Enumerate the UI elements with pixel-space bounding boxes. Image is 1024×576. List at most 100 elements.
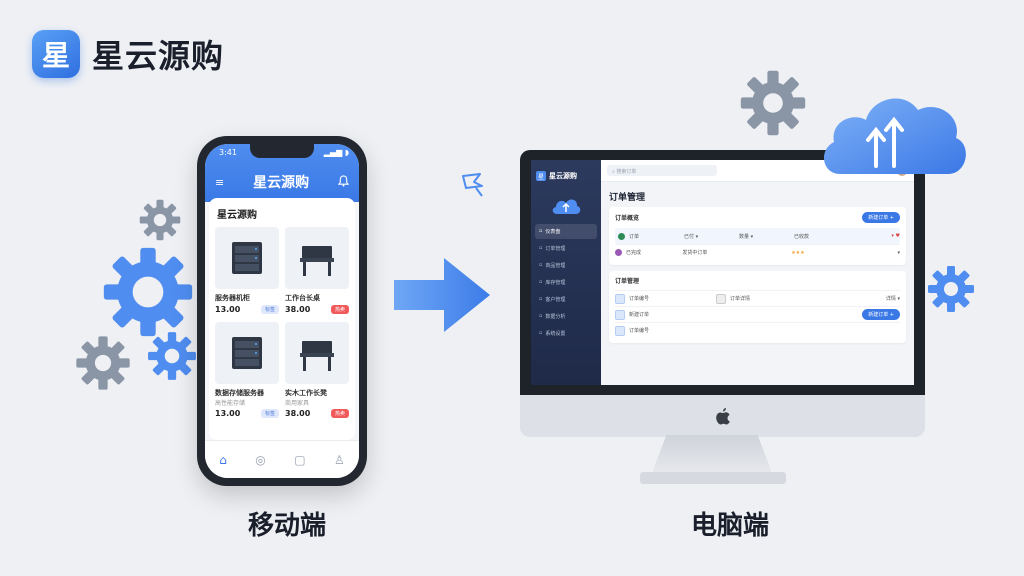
search-placeholder: 搜索订单 [616, 169, 637, 175]
table-row[interactable]: 订单编号 [615, 322, 900, 338]
gear-icon [76, 336, 130, 390]
table-row[interactable]: 订单编号 订单详情 详情 ▾ [615, 290, 900, 306]
cloud-upload-icon [549, 194, 583, 218]
monitor-stand-foot [640, 472, 786, 484]
nav-item-icon: ▫ [539, 313, 543, 319]
row-qty: 数量 ▾ [739, 233, 754, 240]
nav-item-icon: ▫ [539, 296, 543, 302]
server-icon [215, 227, 279, 289]
product-subtitle: 高性能存储 [215, 400, 246, 407]
gear-icon [148, 332, 196, 380]
sidebar-nav-item[interactable]: ▫数据分析 [535, 309, 597, 324]
nav-item-icon: ▫ [539, 245, 543, 251]
new-order-button[interactable]: 新建订单 + [862, 309, 900, 320]
nav-item-icon: ▫ [539, 279, 543, 285]
brand-header: 星 星云源购 [32, 30, 224, 78]
status-dot [618, 232, 625, 240]
sidebar-nav-label: 客户管理 [545, 297, 566, 303]
discover-tab-icon[interactable]: ◎ [255, 452, 266, 467]
row-action[interactable]: ▾ ♥ [891, 233, 900, 239]
row-name: 订单编号 [629, 328, 650, 334]
desktop-monitor: 星 星云源购 ▫仪表盘▫订单管理▫商品管理▫库存管理▫客户管理▫数据分析▫系统设… [520, 150, 925, 437]
product-price: 13.00 [215, 409, 241, 418]
sidebar-logo: 星 [536, 171, 546, 181]
sidebar-nav-item[interactable]: ▫商品管理 [535, 258, 597, 273]
product-card[interactable]: 实木工作长凳商用家具 38.00 热卖 [285, 322, 349, 418]
bell-icon[interactable] [337, 174, 350, 190]
order-management-card: 订单管理 订单编号 订单详情 详情 ▾ 新建订单 新建订单 + [609, 271, 906, 343]
status-time: 3:41 [219, 148, 237, 157]
bench-icon [285, 322, 349, 384]
gear-icon [928, 266, 974, 312]
row-name: 订单编号 [629, 296, 650, 302]
row-action[interactable]: ▾ [897, 249, 901, 256]
sidebar-nav: ▫仪表盘▫订单管理▫商品管理▫库存管理▫客户管理▫数据分析▫系统设置 [531, 224, 601, 341]
product-tag[interactable]: 标签 [260, 409, 279, 418]
section-title: 星云源购 [217, 210, 257, 221]
product-tag[interactable]: 热卖 [330, 409, 349, 418]
nav-item-icon: ▫ [539, 228, 543, 234]
row-name: 已完成 [626, 250, 642, 256]
brand-logo: 星 [32, 30, 80, 78]
product-price: 38.00 [285, 409, 311, 418]
product-tag[interactable]: 标签 [260, 305, 279, 314]
sidebar-nav-label: 仪表盘 [545, 229, 561, 235]
nav-item-icon: ▫ [539, 262, 543, 268]
phone-tab-bar: ⌂ ◎ ▢ ♙ [205, 440, 359, 478]
product-subtitle: 商用家具 [285, 400, 310, 407]
arrow-right-icon [394, 258, 490, 332]
sidebar-nav-label: 系统设置 [545, 331, 566, 337]
row-action[interactable]: 详情 ▾ [885, 296, 900, 302]
bench-icon [285, 227, 349, 289]
monitor-chin [520, 395, 925, 437]
nav-item-icon: ▫ [539, 330, 543, 336]
gear-icon [740, 70, 806, 136]
sidebar-nav-item[interactable]: ▫系统设置 [535, 326, 597, 341]
gear-icon [103, 247, 193, 337]
product-name: 实木工作长凳 [285, 389, 327, 397]
sidebar-brand: 星 星云源购 [531, 166, 601, 186]
product-tag[interactable]: 热卖 [330, 305, 349, 314]
new-order-button[interactable]: 新建订单 + [862, 212, 900, 223]
desktop-caption: 电脑端 [690, 511, 769, 541]
table-row[interactable]: 订单 已付 ▾ 数量 ▾ 已收款 ▾ ♥ [615, 228, 900, 244]
message-tab-icon[interactable]: ▢ [294, 452, 306, 467]
sidebar-nav-item[interactable]: ▫订单管理 [535, 241, 597, 256]
sidebar-nav-label: 商品管理 [545, 263, 566, 269]
brand-name: 星云源购 [92, 37, 225, 75]
row-amount: ★★★ [791, 249, 805, 256]
row-name: 订单 [629, 233, 640, 240]
sidebar-nav-item[interactable]: ▫库存管理 [535, 275, 597, 290]
orders-overview-card: 订单概览 新建订单 + 订单 已付 ▾ 数量 ▾ 已收款 ▾ ♥ 已完成 [609, 207, 906, 265]
file-icon [615, 325, 625, 336]
file-icon [615, 293, 625, 304]
sidebar-nav-label: 库存管理 [545, 280, 566, 286]
profile-tab-icon[interactable]: ♙ [333, 452, 345, 467]
sidebar-nav-item[interactable]: ▫客户管理 [535, 292, 597, 307]
status-icons: ▂▄▆ ◗ [323, 148, 349, 157]
card-title: 订单管理 [615, 278, 640, 285]
home-tab-icon[interactable]: ⌂ [219, 452, 227, 467]
product-name: 服务器机柜 [215, 294, 250, 302]
sidebar-title: 星云源购 [549, 172, 577, 180]
sidebar-nav-item[interactable]: ▫仪表盘 [535, 224, 597, 239]
search-input[interactable]: ⌕ 搜索订单 [607, 165, 717, 176]
status-dot [615, 249, 622, 256]
product-price: 38.00 [285, 305, 311, 314]
flag-icon [462, 173, 483, 197]
qr-icon [716, 293, 726, 304]
menu-icon[interactable]: ≡ [215, 175, 225, 189]
sidebar-nav-label: 数据分析 [545, 314, 566, 320]
table-row[interactable]: 新建订单 新建订单 + [615, 306, 900, 322]
sidebar-nav-label: 订单管理 [545, 246, 566, 252]
file-icon [615, 309, 625, 320]
row-amount: 已收款 [794, 233, 810, 240]
server-icon [215, 322, 279, 384]
table-row[interactable]: 已完成 发货中订单 ★★★ ▾ [615, 244, 900, 260]
row-status: 已付 ▾ [684, 233, 699, 240]
